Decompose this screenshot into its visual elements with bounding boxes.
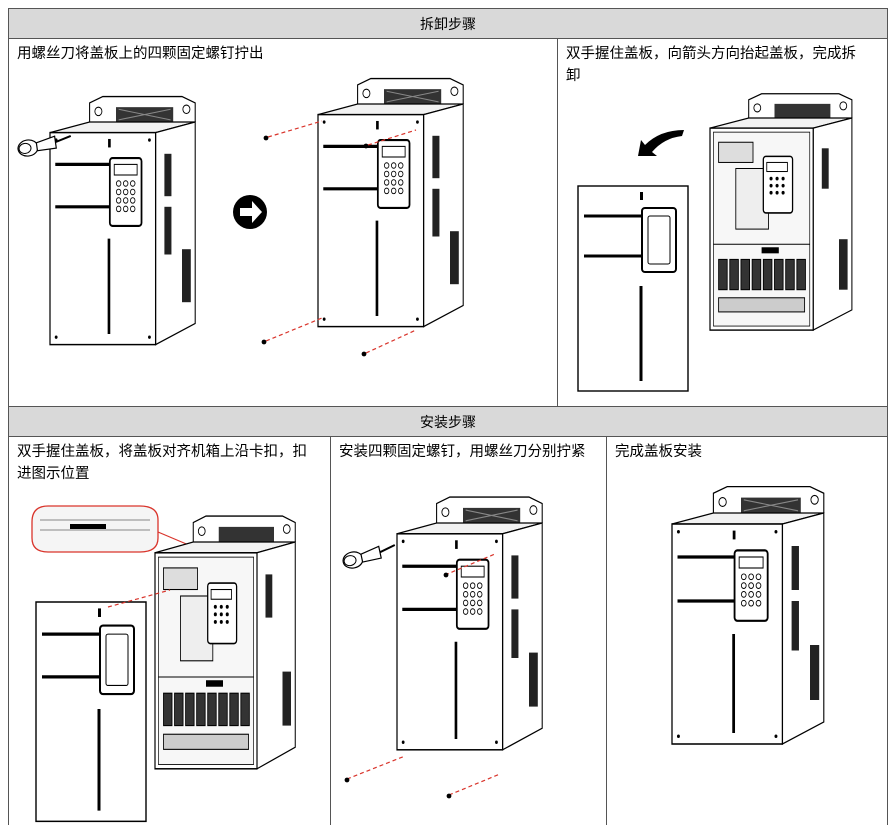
assembly-step2-caption: 安装四颗固定螺钉，用螺丝刀分别拧紧 xyxy=(339,444,586,460)
assembly-header-text: 安装步骤 xyxy=(420,414,476,431)
alignment-path xyxy=(107,589,171,608)
disassembly-step2-caption: 双手握住盖板，向箭头方向抬起盖板，完成拆卸 xyxy=(566,46,856,84)
inverter-installing-screws-illustration xyxy=(395,495,544,752)
screw-paths-2 xyxy=(346,553,501,796)
inverter-closed-illustration xyxy=(48,94,197,347)
cover-aligning-illustration xyxy=(34,600,148,823)
assembly-step1-caption: 双手握住盖板，将盖板对齐机箱上沿卡扣，扣进图示位置 xyxy=(17,444,307,482)
removed-cover-illustration xyxy=(576,184,690,393)
lift-arrow-icon xyxy=(638,130,684,156)
assembly-step1-cell: 双手握住盖板，将盖板对齐机箱上沿卡扣，扣进图示位置 xyxy=(8,437,331,825)
inverter-completed-illustration xyxy=(670,484,826,746)
screw-paths xyxy=(265,120,417,354)
inverter-screws-removed-illustration xyxy=(316,76,465,329)
right-arrow-icon xyxy=(233,195,267,229)
disassembly-step1-caption: 用螺丝刀将盖板上的四颗固定螺钉拧出 xyxy=(17,46,264,62)
assembly-step3-caption: 完成盖板安装 xyxy=(615,444,702,460)
chassis-with-clips-illustration xyxy=(154,515,297,770)
open-chassis-illustration xyxy=(709,93,853,331)
disassembly-header: 拆卸步骤 xyxy=(8,8,888,39)
screwdriver-icon-2 xyxy=(340,542,399,571)
disassembly-header-text: 拆卸步骤 xyxy=(420,16,476,33)
assembly-header: 安装步骤 xyxy=(8,406,888,437)
assembly-step3-cell: 完成盖板安装 xyxy=(606,437,888,825)
